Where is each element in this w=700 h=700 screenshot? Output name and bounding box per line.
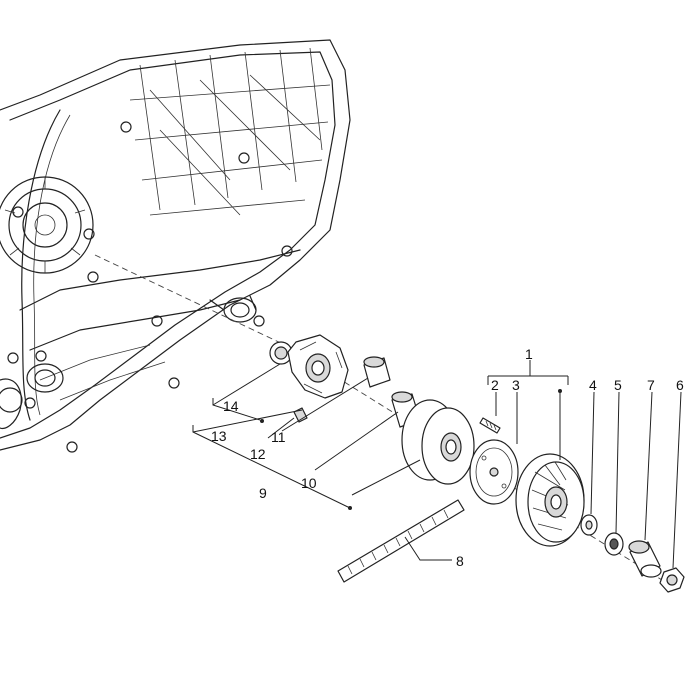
callout-7: 7 <box>647 377 655 393</box>
leader-lines <box>192 360 682 569</box>
callout-1: 1 <box>525 346 533 362</box>
callout-9: 9 <box>259 485 267 501</box>
assembly-axis <box>94 254 671 586</box>
part-7-sleeve <box>628 540 662 578</box>
callout-13: 13 <box>211 428 227 444</box>
part-3-back-plate <box>469 439 519 505</box>
part-12-slider <box>293 407 308 423</box>
part-13-ramp-plate <box>287 334 349 399</box>
callout-5: 5 <box>614 377 622 393</box>
part-9-pulley-half <box>401 399 475 485</box>
callout-4: 4 <box>589 377 597 393</box>
callout-12: 12 <box>250 446 266 462</box>
part-5-washer <box>604 532 624 556</box>
callout-dot <box>558 389 562 393</box>
callout-14: 14 <box>223 398 239 414</box>
part-6-nut <box>659 567 685 593</box>
part-2-screw <box>479 417 501 434</box>
part-1-fan-pulley <box>515 453 585 547</box>
callout-dot <box>348 506 352 510</box>
callout-2: 2 <box>491 377 499 393</box>
part-8-belt <box>337 499 465 583</box>
callout-11: 11 <box>271 429 286 445</box>
callout-6: 6 <box>676 377 684 393</box>
part-11-spacer <box>363 356 391 388</box>
part-14-bushing <box>269 341 293 365</box>
callout-8: 8 <box>456 553 464 569</box>
part-4-washer <box>580 514 598 536</box>
callout-dot <box>260 419 264 423</box>
callout-labels: 1 2 3 4 5 7 6 14 13 12 11 10 9 8 <box>211 346 684 569</box>
callout-3: 3 <box>512 377 520 393</box>
engine-crankcase <box>0 39 351 453</box>
callout-10: 10 <box>301 475 317 491</box>
